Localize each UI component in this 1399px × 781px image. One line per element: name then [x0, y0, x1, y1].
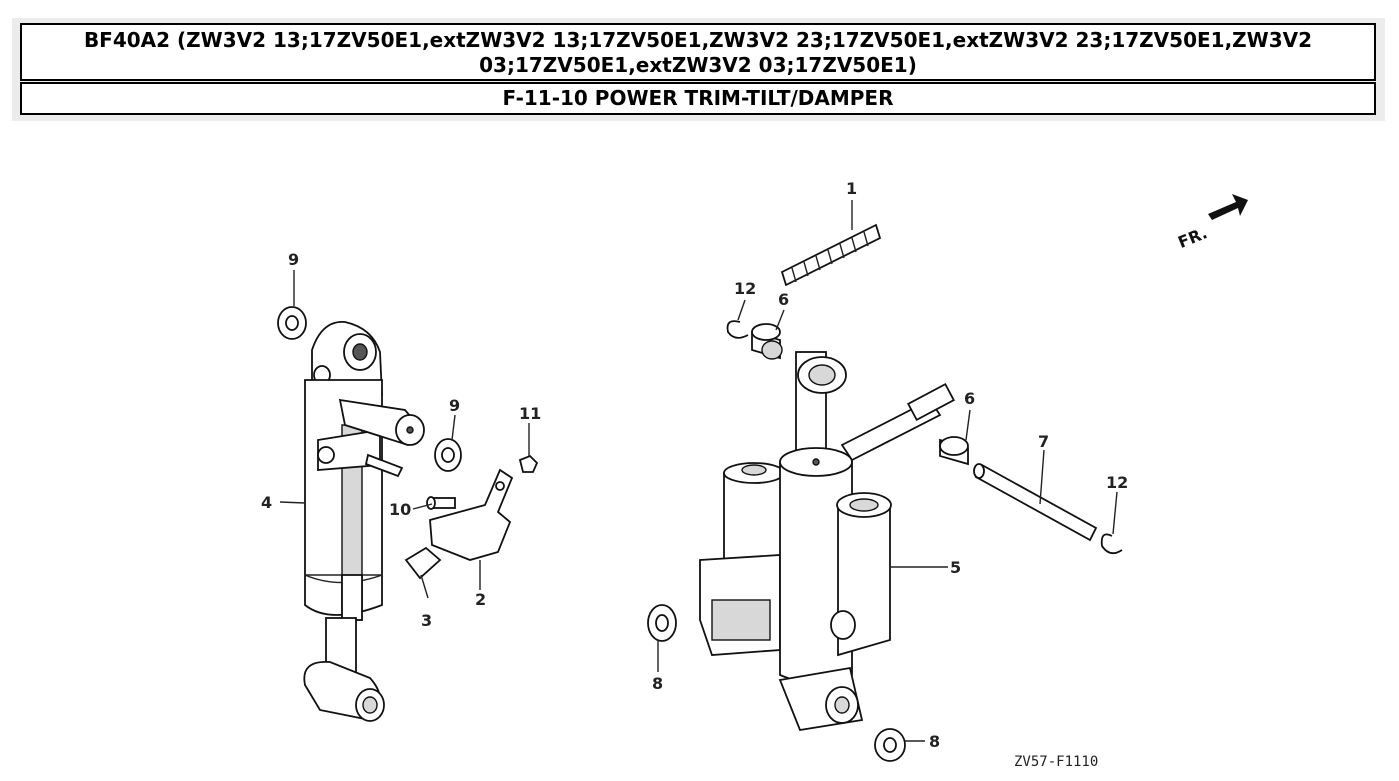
part-9-washer-a[interactable]	[277, 306, 307, 340]
callout-4: 4	[261, 493, 272, 512]
callout-2: 2	[475, 590, 486, 609]
callout-10: 10	[389, 500, 411, 519]
part-9-washer-b[interactable]	[434, 438, 462, 472]
front-label: FR.	[1175, 223, 1210, 252]
callout-6a: 6	[778, 290, 789, 309]
part-5-power-trim-tilt-unit[interactable]	[699, 351, 955, 732]
front-direction-indicator: FR.	[1175, 194, 1248, 252]
part-4-damper[interactable]	[303, 321, 425, 722]
callout-12a: 12	[734, 279, 756, 298]
part-6-collar-b[interactable]	[939, 436, 969, 466]
drawing-code: ZV57-F1110	[1014, 754, 1098, 770]
callout-1: 1	[846, 179, 857, 198]
part-2-bracket[interactable]	[429, 468, 514, 561]
part-8-washer-a[interactable]	[647, 604, 677, 642]
model-title: BF40A2 (ZW3V2 13;17ZV50E1,extZW3V2 13;17…	[20, 23, 1376, 81]
callout-8b: 8	[929, 732, 940, 751]
callout-5: 5	[950, 558, 961, 577]
callout-9a: 9	[288, 250, 299, 269]
callout-6b: 6	[964, 389, 975, 408]
callout-11: 11	[519, 404, 541, 423]
parts-diagram: FR. 1 2 3 4 5 6 6 7 8 8 9 9 10 11 12 12 …	[261, 179, 1248, 770]
part-3-clip[interactable]	[404, 546, 442, 580]
part-12-clip-a[interactable]	[726, 320, 749, 339]
callout-3: 3	[421, 611, 432, 630]
callout-7: 7	[1038, 432, 1049, 451]
header-panel: BF40A2 (ZW3V2 13;17ZV50E1,extZW3V2 13;17…	[12, 18, 1385, 121]
part-7-shaft[interactable]	[973, 463, 1098, 542]
front-arrow-icon	[1208, 194, 1248, 220]
part-11-nut[interactable]	[518, 454, 539, 473]
callout-8a: 8	[652, 674, 663, 693]
part-10-bolt[interactable]	[426, 496, 456, 510]
part-1-spring[interactable]	[780, 223, 882, 287]
callout-12b: 12	[1106, 473, 1128, 492]
part-6-collar-a[interactable]	[751, 323, 783, 360]
part-12-clip-b[interactable]	[1100, 533, 1123, 555]
callout-9b: 9	[449, 396, 460, 415]
leader-lines	[279, 200, 1118, 742]
section-title: F-11-10 POWER TRIM-TILT/DAMPER	[20, 82, 1376, 115]
part-8-washer-b[interactable]	[874, 728, 906, 762]
